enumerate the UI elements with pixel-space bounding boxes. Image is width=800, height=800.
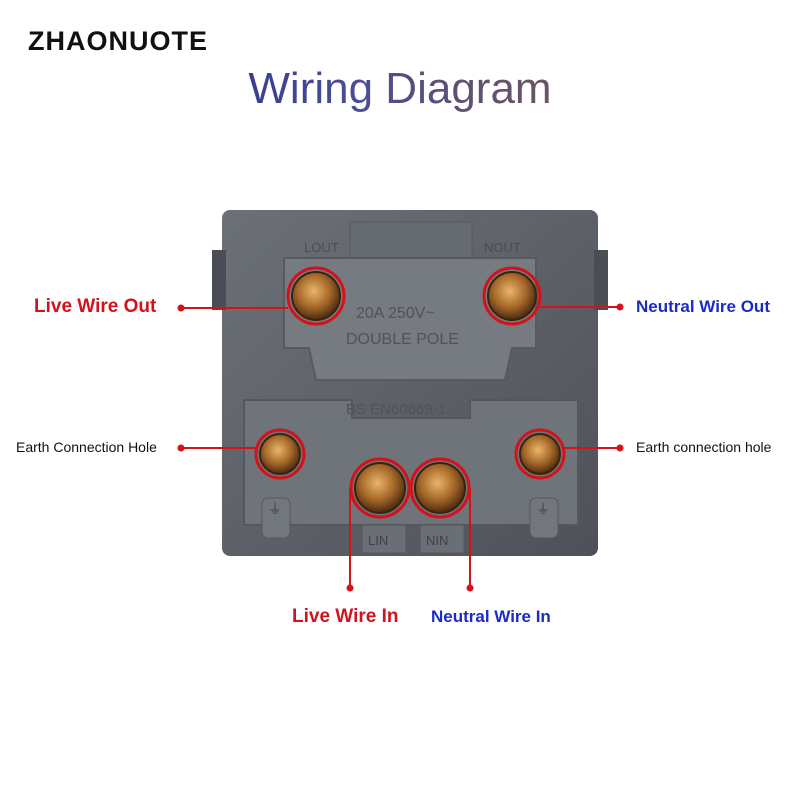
rating-text: 20A 250V~ [356, 305, 435, 322]
label-live-wire-in: Live Wire In [292, 606, 399, 627]
label-neutral-wire-out: Neutral Wire Out [636, 297, 770, 316]
screw-live-in [349, 457, 411, 519]
callout-earth-right [564, 444, 624, 452]
earth-symbol-left: ⏚ [268, 501, 282, 517]
callout-live-wire-out [177, 304, 288, 312]
housing-notch-right [594, 250, 608, 310]
terminal-nout-text: NOUT [484, 240, 521, 255]
page-title-text: Wiring Diagram [248, 64, 552, 113]
label-earth-left: Earth Connection Hole [16, 439, 157, 455]
callout-earth-left [177, 444, 256, 452]
page-title: Wiring Diagram [0, 64, 800, 114]
label-neutral-wire-in: Neutral Wire In [431, 607, 551, 626]
lower-terminal-block [243, 399, 579, 526]
screw-earth-right [514, 428, 566, 480]
nin-tab [419, 524, 465, 554]
standard-text: BS EN60669-1 [346, 401, 446, 418]
pole-text: DOUBLE POLE [346, 331, 459, 348]
lin-tab [361, 524, 407, 554]
terminal-lout-text: LOUT [304, 240, 339, 255]
brand-logo: ZHAONUOTE [28, 26, 208, 56]
callout-live-wire-in [346, 488, 354, 592]
screw-neutral-in [409, 457, 471, 519]
label-earth-right: Earth connection hole [636, 439, 772, 455]
earth-lug-left [261, 497, 291, 539]
terminal-nin-text: NIN [426, 533, 448, 548]
upper-terminal-block [283, 257, 537, 381]
housing-notch-left [212, 250, 226, 310]
earth-symbol-right: ⏚ [536, 501, 550, 517]
screw-earth-left [254, 428, 306, 480]
label-live-wire-out: Live Wire Out [34, 296, 157, 317]
terminal-lin-text: LIN [368, 533, 388, 548]
screw-live-out [286, 266, 346, 326]
screw-neutral-out [482, 266, 542, 326]
callout-neutral-wire-out [540, 303, 624, 311]
callout-neutral-wire-in [466, 488, 474, 592]
earth-lug-right [529, 497, 559, 539]
